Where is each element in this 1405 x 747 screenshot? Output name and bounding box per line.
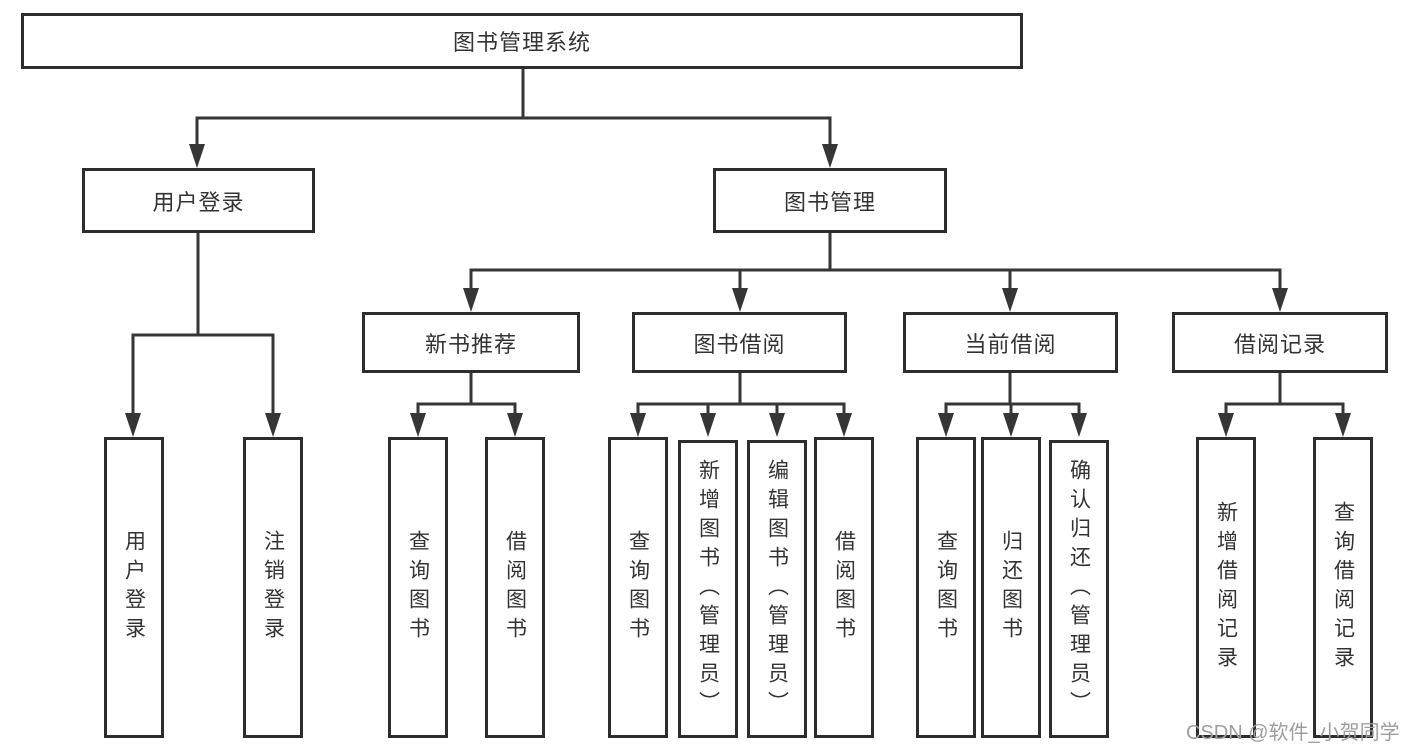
leaf-borrow-book-recommend: 借阅图书 (485, 437, 545, 738)
arrow-icon (410, 413, 426, 437)
arrow-icon (463, 288, 479, 312)
node-new-book-recommend: 新书推荐 (362, 312, 580, 373)
arrow-icon (822, 144, 838, 168)
node-label: 新书推荐 (424, 331, 517, 357)
node-root: 图书管理系统 (21, 13, 1023, 69)
leaf-logout: 注销登录 (243, 437, 303, 738)
connector-current-to-leaves (944, 371, 1081, 418)
node-label: 用户登录 (122, 529, 146, 646)
leaf-query-book-borrow: 查询图书 (608, 437, 668, 738)
arrow-icon (836, 413, 852, 437)
arrow-icon (1003, 413, 1019, 437)
leaf-query-book-recommend: 查询图书 (388, 437, 448, 738)
arrow-icon (189, 144, 205, 168)
node-label: 用户登录 (152, 189, 245, 215)
leaf-user-login: 用户登录 (104, 437, 164, 738)
watermark: CSDN @软件_小贺同学 (1186, 722, 1400, 744)
node-label: 确认归还（管理员） (1067, 458, 1091, 720)
node-label: 借阅图书 (503, 529, 527, 646)
connector-root-to-level2 (195, 66, 832, 150)
node-label: 查询图书 (406, 529, 430, 646)
node-label: 查询借阅记录 (1331, 500, 1355, 675)
leaf-confirm-return-admin: 确认归还（管理员） (1049, 440, 1109, 738)
arrow-icon (769, 413, 785, 437)
arrow-icon (1071, 413, 1087, 437)
leaf-add-borrow-record: 新增借阅记录 (1196, 437, 1256, 738)
node-borrow-records: 借阅记录 (1172, 312, 1388, 373)
leaf-edit-book-admin: 编辑图书（管理员） (747, 440, 807, 738)
node-label: 图书借阅 (693, 331, 786, 357)
arrow-icon (1002, 288, 1018, 312)
arrow-icon (630, 413, 646, 437)
leaf-add-book-admin: 新增图书（管理员） (678, 440, 738, 738)
node-label: 编辑图书（管理员） (765, 458, 789, 720)
arrow-icon (265, 413, 281, 437)
node-label: 新增图书（管理员） (696, 458, 720, 720)
connector-user-login-to-leaves (131, 231, 275, 418)
arrow-icon (938, 413, 954, 437)
arrow-icon (700, 413, 716, 437)
leaf-query-book-current: 查询图书 (916, 437, 976, 738)
connector-recommend-to-leaves (416, 371, 517, 418)
arrow-icon (125, 413, 141, 437)
leaf-borrow-book: 借阅图书 (814, 437, 874, 738)
node-label: 查询图书 (626, 529, 650, 646)
node-user-login: 用户登录 (82, 168, 315, 233)
node-label: 归还图书 (999, 529, 1023, 646)
connector-book-mgmt-to-level3 (469, 231, 1282, 294)
arrow-icon (1218, 413, 1234, 437)
node-label: 查询图书 (934, 529, 958, 646)
node-label: 图书管理 (783, 189, 876, 215)
node-book-borrow: 图书借阅 (632, 312, 847, 373)
node-label: 借阅记录 (1233, 331, 1326, 357)
node-current-borrow: 当前借阅 (903, 312, 1118, 373)
node-label: 借阅图书 (832, 529, 856, 646)
arrow-icon (1272, 288, 1288, 312)
arrow-icon (507, 413, 523, 437)
arrow-icon (732, 288, 748, 312)
arrow-icon (1335, 413, 1351, 437)
node-book-management: 图书管理 (713, 168, 947, 233)
node-label: 新增借阅记录 (1214, 500, 1238, 675)
leaf-query-borrow-record: 查询借阅记录 (1313, 437, 1373, 738)
node-label: 图书管理系统 (452, 30, 591, 55)
connector-records-to-leaves (1224, 371, 1345, 418)
node-label: 注销登录 (261, 529, 285, 646)
node-label: 当前借阅 (964, 331, 1057, 357)
connector-borrow-to-leaves (636, 371, 846, 418)
leaf-return-book: 归还图书 (981, 437, 1041, 738)
